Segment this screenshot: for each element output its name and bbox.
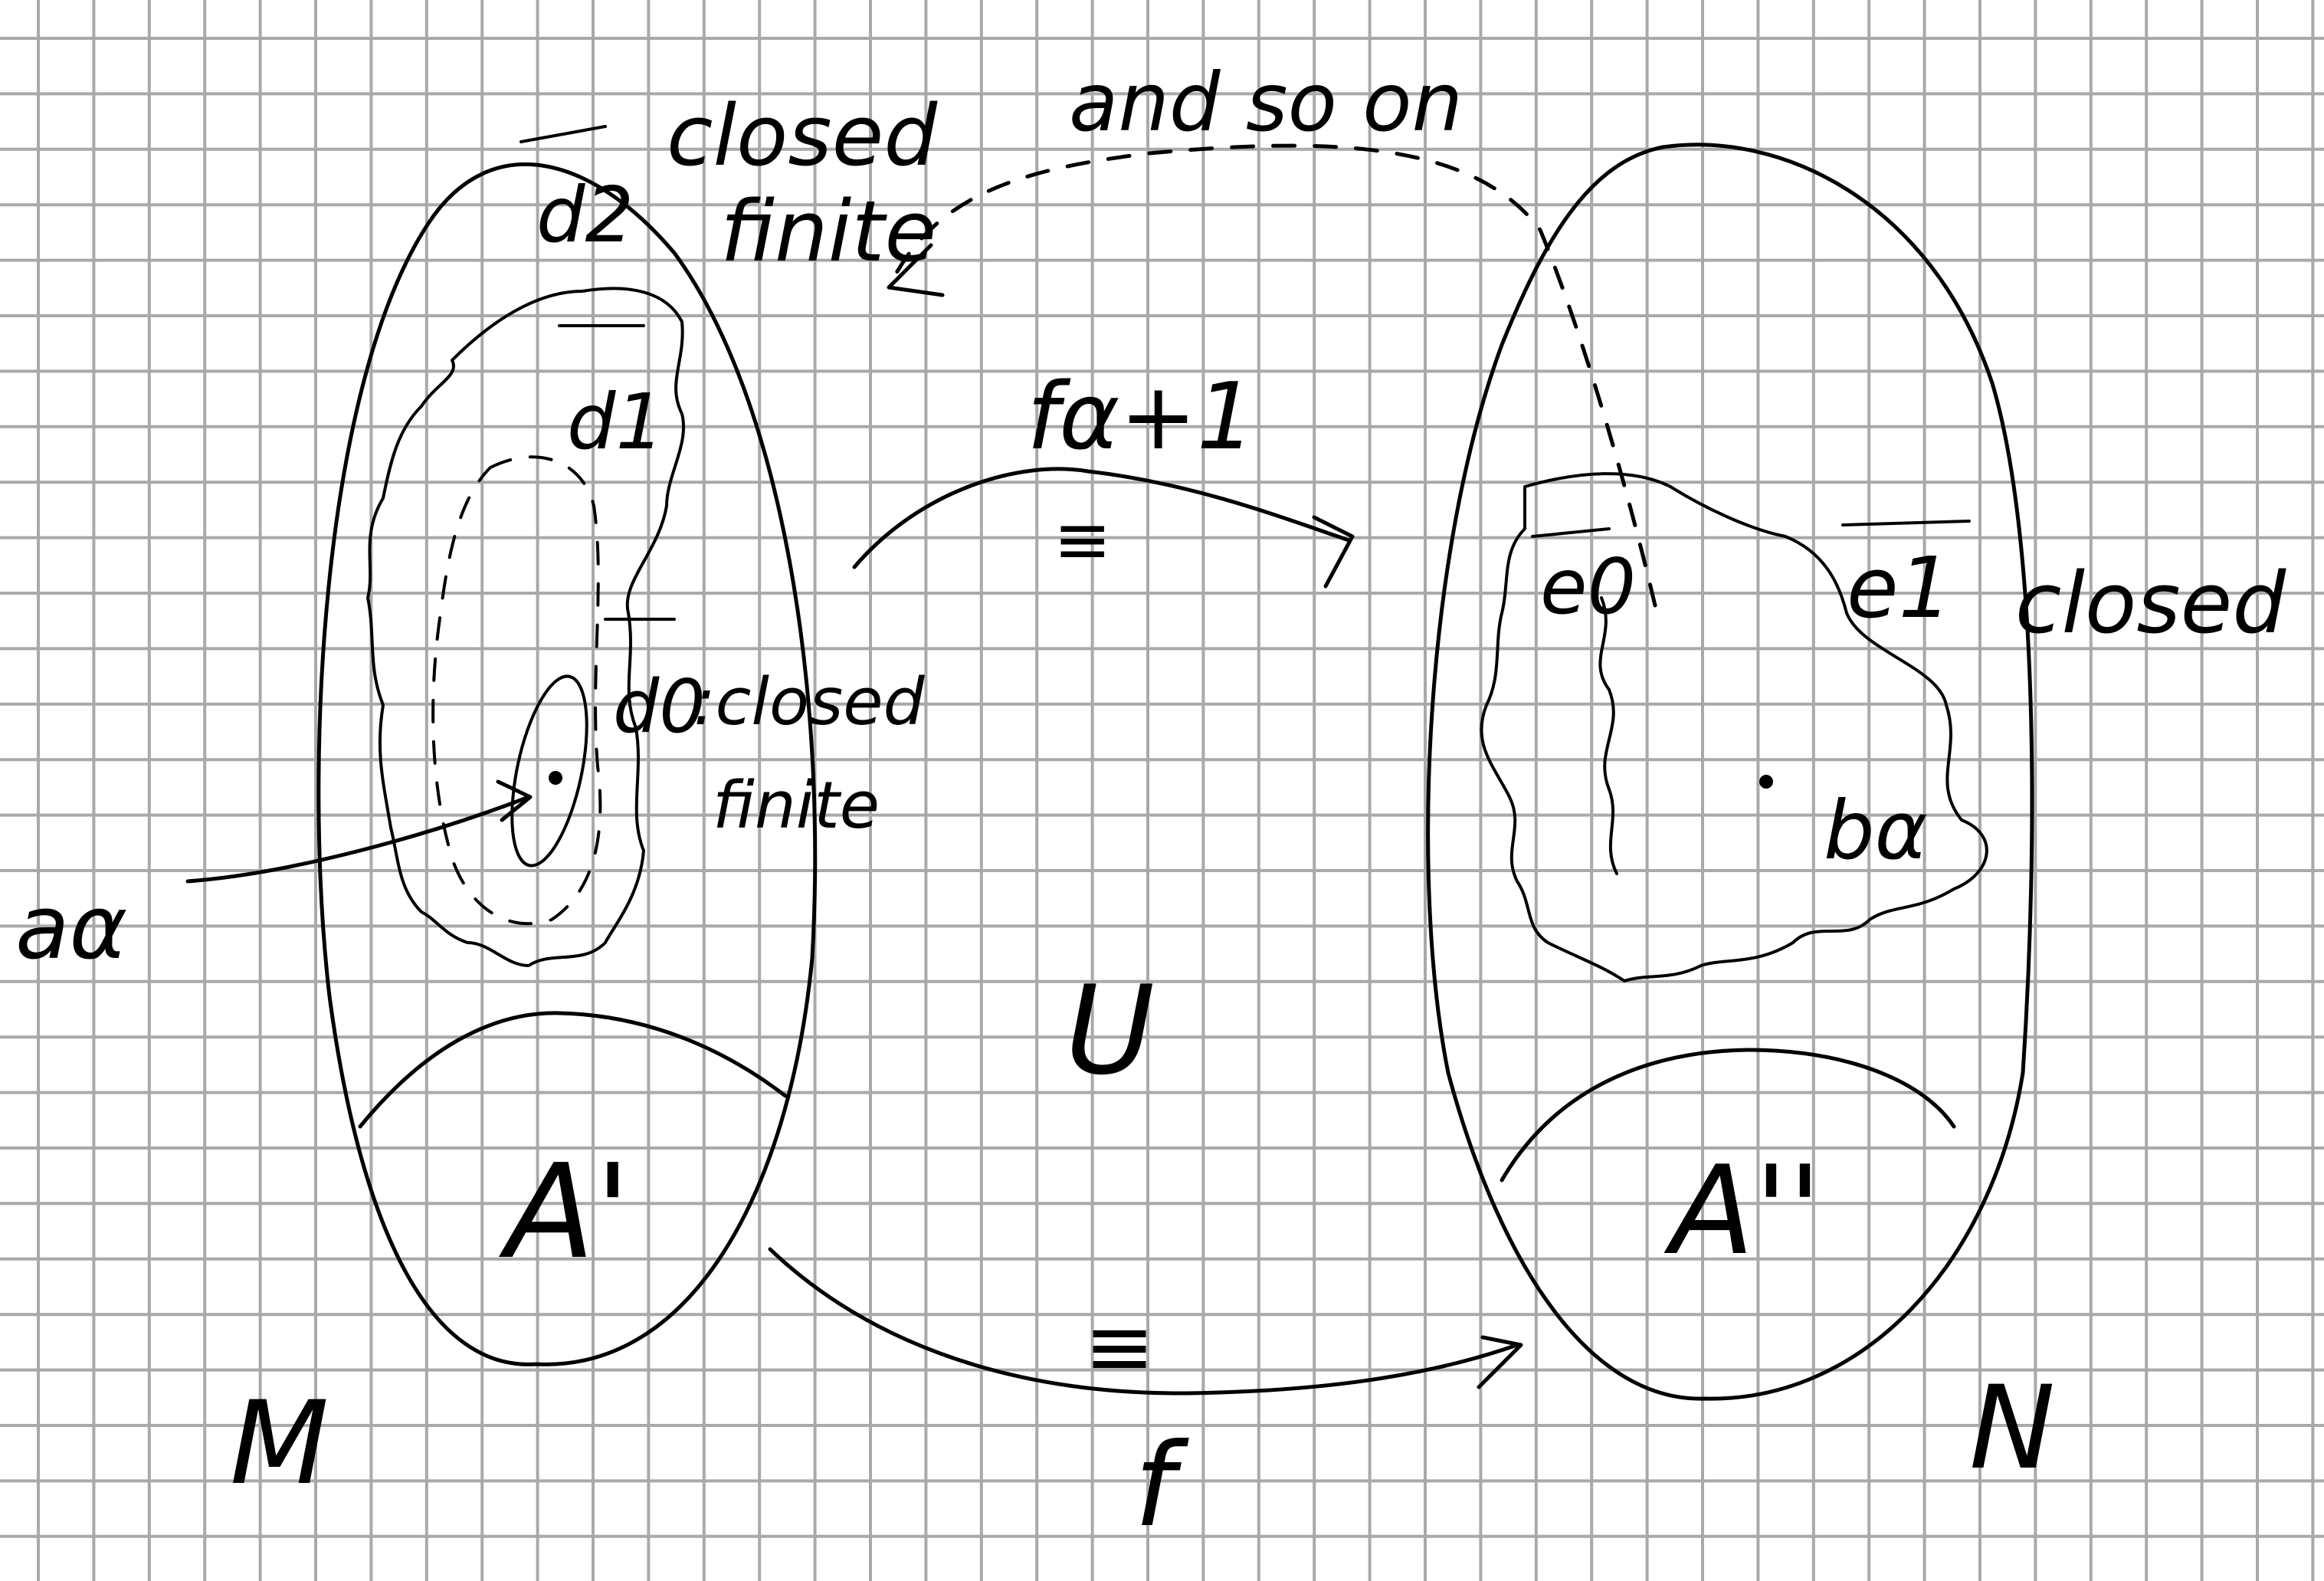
and-so-on-label: and so on — [1069, 56, 1463, 149]
set-a-prime-label: A' — [498, 1137, 631, 1288]
map-bottom-iso-symbol: ≡ — [1084, 1297, 1155, 1396]
and-so-on-arrow — [887, 143, 1657, 608]
a-alpha-pointer — [185, 795, 531, 884]
region-dashed-outline — [431, 455, 602, 926]
map-bottom-label: f — [1134, 1419, 1189, 1553]
region-e0-divider — [1598, 596, 1618, 875]
point-a-alpha-label: aα — [15, 877, 127, 979]
set-n-outline — [1426, 143, 2034, 1401]
region-d2-note-finite: finite — [720, 182, 936, 280]
region-e0-label: e0 — [1540, 542, 1636, 631]
point-b-alpha — [1759, 775, 1773, 789]
region-d2-overline — [520, 125, 607, 143]
region-d1-outline — [366, 287, 685, 967]
set-a-prime-boundary — [358, 1011, 788, 1129]
region-d2-label: d2 — [536, 170, 634, 260]
region-d0-note-finite: finite — [713, 768, 880, 844]
map-bottom-arrow — [768, 1247, 1519, 1396]
set-m-outline — [316, 162, 818, 1366]
map-top-arrowhead — [1312, 515, 1355, 589]
set-n: A'' N e0 bα e1 closed — [1426, 143, 2286, 1495]
region-d0-label: d0 — [613, 665, 706, 749]
a-alpha-pointer-head — [496, 779, 533, 822]
set-m-label: M — [230, 1377, 329, 1510]
region-e1-label: e1 — [1847, 539, 1952, 637]
region-e1-note-closed: closed — [2015, 554, 2286, 652]
map-top-iso-symbol: ≡ — [1054, 500, 1111, 580]
and-so-on-arrowhead — [887, 243, 945, 297]
set-n-label: N — [1969, 1362, 2055, 1495]
region-d0-outline — [510, 674, 588, 868]
map-top-label: fα+1 — [1027, 364, 1255, 471]
region-d1-label: d1 — [567, 377, 664, 467]
region-e1-overline — [1841, 520, 1971, 526]
set-a-double-prime-boundary — [1500, 1048, 1956, 1182]
region-e1-outline — [1480, 472, 1988, 982]
region-d0-note-closed: :closed — [693, 664, 926, 740]
region-d2-note-closed: closed — [667, 87, 938, 185]
point-b-alpha-label: bα — [1824, 784, 1928, 877]
set-u-label: U — [1065, 959, 1155, 1102]
set-m: A' M d1 d0 :closed finite aα d2 closed f… — [15, 87, 938, 1510]
region-e0-overline — [1531, 527, 1611, 538]
map-bottom-arrowhead — [1477, 1335, 1523, 1389]
set-a-double-prime-label: A'' — [1664, 1139, 1821, 1282]
point-a-alpha — [549, 771, 562, 785]
map-top-arrow — [852, 467, 1351, 569]
